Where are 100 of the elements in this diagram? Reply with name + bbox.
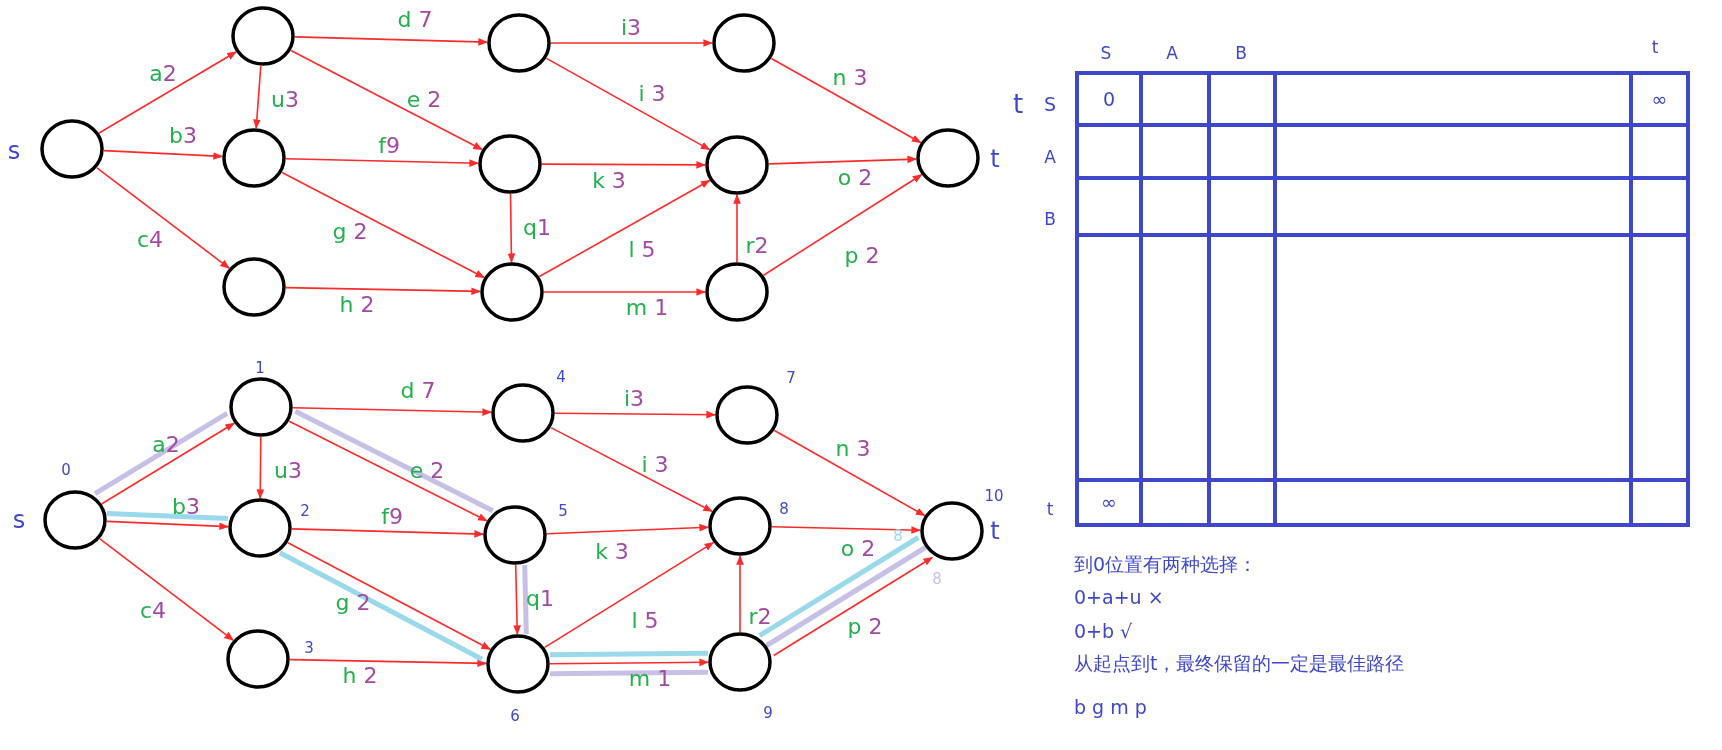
node-circle xyxy=(715,385,779,445)
arrow xyxy=(762,174,923,276)
arrow xyxy=(549,658,709,667)
edge-label: i3 xyxy=(623,388,645,410)
node-label: s xyxy=(7,139,21,163)
edge-label: e 2 xyxy=(409,460,445,482)
edge-label: p 2 xyxy=(847,616,883,638)
node-label: 1 xyxy=(255,360,265,376)
node-circle xyxy=(478,134,542,194)
arrow xyxy=(285,286,481,296)
node-circle xyxy=(231,6,295,66)
arrow xyxy=(96,167,230,269)
edge-label: u3 xyxy=(271,89,299,111)
edge-label: 8 xyxy=(893,528,903,544)
node-circle xyxy=(708,632,772,692)
note-text: 0+a+u × xyxy=(1074,588,1164,607)
node-circle xyxy=(229,377,293,437)
arrow xyxy=(292,406,492,416)
arrow xyxy=(290,49,483,151)
edge-label: h 2 xyxy=(342,665,378,687)
table-cell: 0 xyxy=(1079,75,1139,123)
node-label: 2 xyxy=(300,503,310,519)
node-label: 4 xyxy=(556,369,566,385)
edge-label: q1 xyxy=(523,217,551,239)
highlight-path xyxy=(93,411,229,496)
node-circle xyxy=(486,634,550,694)
arrow xyxy=(545,57,711,151)
edge-label: f9 xyxy=(378,135,400,157)
arrow xyxy=(550,426,713,513)
edge-label: q1 xyxy=(526,588,554,610)
node-circle xyxy=(491,383,555,443)
arrow xyxy=(538,179,711,278)
table-header: t xyxy=(1651,38,1659,56)
node-circle xyxy=(40,119,104,179)
highlight-path xyxy=(549,650,709,658)
edge-label: l 5 xyxy=(628,239,656,261)
edge-label: d 7 xyxy=(397,9,433,31)
arrow xyxy=(513,564,521,635)
highlight-path xyxy=(106,510,229,522)
highlight-path xyxy=(758,535,920,638)
arrow xyxy=(554,410,716,419)
table-header: B xyxy=(1235,44,1247,62)
edge-label: p 2 xyxy=(844,245,880,267)
arrow xyxy=(256,436,265,499)
table-cell: ∞ xyxy=(1633,75,1686,123)
edge-label: k 3 xyxy=(592,170,626,192)
arrow xyxy=(291,528,484,538)
edge-label: d 7 xyxy=(400,380,436,402)
edge-label: n 3 xyxy=(832,67,868,89)
node-circle xyxy=(222,128,286,188)
arrow xyxy=(770,57,922,144)
arrow xyxy=(285,157,479,167)
node-label: 9 xyxy=(763,705,773,721)
arrow xyxy=(294,36,488,46)
note-text: 从起点到t，最终保留的一定是最佳路径 xyxy=(1074,654,1405,673)
arrow xyxy=(507,193,516,263)
edge-label: m 1 xyxy=(625,297,669,319)
edge-label: m 1 xyxy=(628,668,672,690)
edge-label: h 2 xyxy=(339,294,375,316)
node-circle xyxy=(228,498,292,558)
note-text: b g m p xyxy=(1074,698,1147,717)
node-label: s xyxy=(12,508,26,532)
arrow xyxy=(101,422,235,505)
note-text: 到0位置有两种选择： xyxy=(1074,555,1258,574)
edge-label: r2 xyxy=(745,235,769,257)
table-header: S xyxy=(1100,44,1112,62)
arrow xyxy=(543,541,715,649)
arrow xyxy=(103,149,223,160)
node-circle xyxy=(708,496,772,556)
arrow xyxy=(288,420,488,522)
edge-label: b3 xyxy=(172,496,200,518)
arrow xyxy=(99,538,234,641)
node-label: t xyxy=(990,519,1000,543)
edge-label: k 3 xyxy=(595,541,629,563)
node-label: t xyxy=(990,147,1000,171)
edge-label: n 3 xyxy=(835,438,871,460)
node-circle xyxy=(920,501,984,561)
table-header: A xyxy=(1166,44,1178,62)
arrow xyxy=(733,194,741,263)
highlight-path xyxy=(294,408,494,514)
edge-label: u3 xyxy=(274,460,302,482)
table-cell: ∞ xyxy=(1079,482,1139,523)
edge-label: g 2 xyxy=(332,221,368,243)
table-header: A xyxy=(1044,148,1056,166)
node-label: 10 xyxy=(984,488,1004,504)
highlight-path xyxy=(549,669,709,677)
edge-label: i3 xyxy=(620,17,642,39)
node-label: 8 xyxy=(779,501,789,517)
arrow xyxy=(287,541,491,651)
highlight-path xyxy=(278,550,484,662)
table-header: t xyxy=(1012,91,1024,117)
arrow xyxy=(541,161,706,169)
node-circle xyxy=(222,257,286,317)
node-circle xyxy=(705,262,769,322)
edge-label: r2 xyxy=(748,606,772,628)
highlight-path xyxy=(765,545,927,648)
edge-label: 8 xyxy=(932,571,942,587)
edge-label: o 2 xyxy=(837,167,873,189)
arrow xyxy=(772,556,934,657)
edge-label: l 5 xyxy=(631,610,659,632)
